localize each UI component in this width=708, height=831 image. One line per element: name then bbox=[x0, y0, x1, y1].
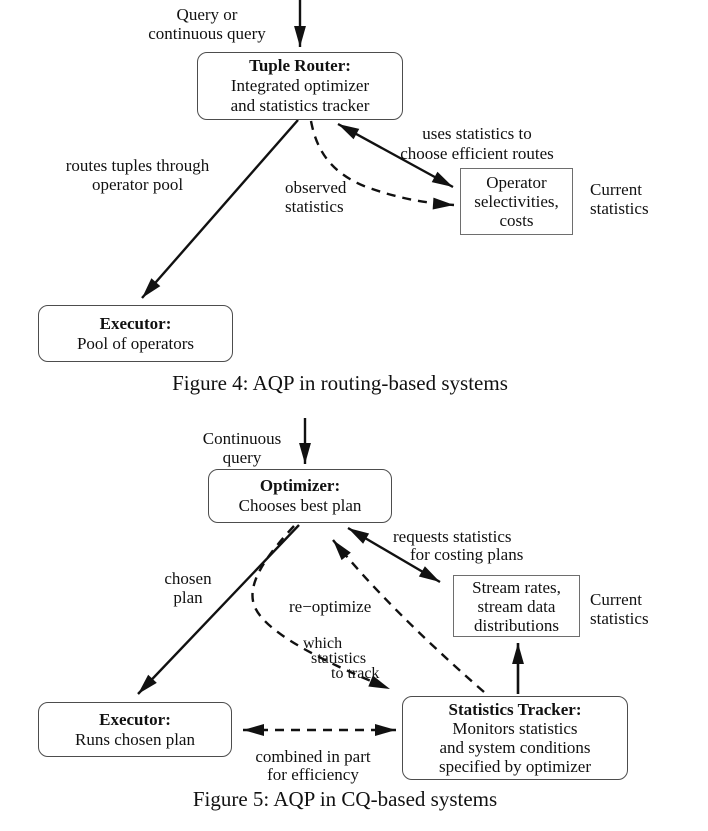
fig5-reoptimize-label: re−optimize bbox=[289, 597, 372, 616]
fig5-chosen-plan-label: chosen plan bbox=[164, 569, 212, 607]
tuple-router-body: Integrated optimizer and statistics trac… bbox=[230, 76, 370, 115]
fig4-executor-body: Pool of operators bbox=[76, 333, 195, 353]
fig5-executor-box: Executor: Runs chosen plan bbox=[38, 702, 232, 757]
stream-rates-box: Stream rates, stream data distributions bbox=[453, 575, 580, 637]
statistics-tracker-box: Statistics Tracker: Monitors statistics … bbox=[402, 696, 628, 780]
fig4-input-query-label: Query or continuous query bbox=[148, 5, 266, 43]
fig5-current-statistics-label: Current statistics bbox=[590, 590, 649, 628]
figure4-caption: Figure 4: AQP in routing-based systems bbox=[172, 371, 508, 395]
fig4-uses-statistics-double-arrow bbox=[337, 122, 454, 189]
statistics-tracker-body: Monitors statistics and system condition… bbox=[438, 719, 591, 776]
fig5-input-query-label: Continuous query bbox=[202, 429, 282, 467]
stream-rates-body: Stream rates, stream data distributions bbox=[472, 577, 561, 635]
fig4-uses-statistics-label: uses statistics to choose efficient rout… bbox=[400, 124, 554, 163]
fig5-which-statistics-dashed-arrow bbox=[251, 525, 391, 691]
tuple-router-title: Tuple Router: bbox=[249, 56, 351, 75]
fig5-which-statistics-label: which statistics to track bbox=[303, 635, 380, 682]
fig5-combined-label: combined in part for efficiency bbox=[255, 747, 371, 784]
tuple-router-box: Tuple Router: Integrated optimizer and s… bbox=[197, 52, 403, 120]
optimizer-body: Chooses best plan bbox=[238, 496, 362, 515]
fig5-requests-statistics-double-arrow bbox=[347, 526, 441, 584]
optimizer-box: Optimizer: Chooses best plan bbox=[208, 469, 392, 523]
fig4-routes-tuples-label: routes tuples through operator pool bbox=[65, 156, 210, 194]
fig4-routes-arrow bbox=[141, 119, 299, 299]
operator-selectivities-box: Operator selectivities, costs bbox=[460, 168, 573, 235]
fig5-executor-body: Runs chosen plan bbox=[75, 729, 195, 749]
fig5-requests-statistics-label: requests statistics for costing plans bbox=[393, 527, 524, 564]
fig4-executor-title: Executor: bbox=[99, 313, 172, 333]
figure5-caption: Figure 5: AQP in CQ-based systems bbox=[192, 787, 498, 811]
statistics-tracker-title: Statistics Tracker: bbox=[448, 700, 582, 719]
fig4-observed-statistics-dashed-arrow bbox=[309, 120, 455, 210]
fig4-executor-box: Executor: Pool of operators bbox=[38, 305, 233, 362]
fig4-observed-statistics-label: observed statistics bbox=[285, 178, 347, 216]
optimizer-title: Optimizer: bbox=[259, 476, 341, 495]
fig4-current-statistics-label: Current statistics bbox=[590, 180, 649, 218]
fig5-executor-title: Executor: bbox=[99, 709, 171, 729]
fig5-reoptimize-dashed-arrow bbox=[332, 539, 485, 693]
fig5-chosen-plan-arrow bbox=[137, 524, 300, 695]
operator-selectivities-body: Operator selectivities, costs bbox=[474, 173, 559, 230]
